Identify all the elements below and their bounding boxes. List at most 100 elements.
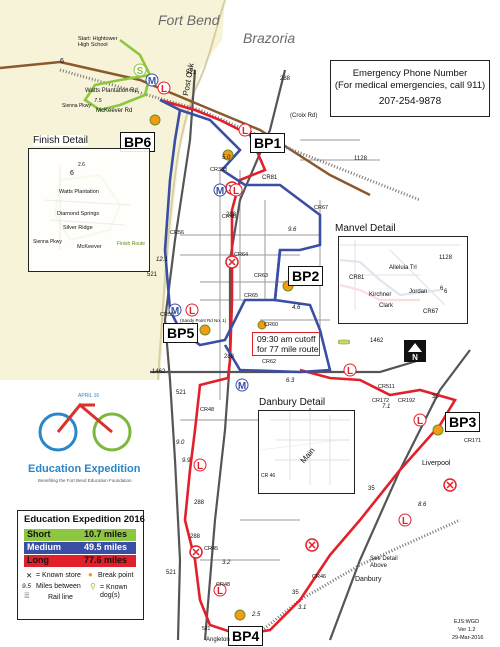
hwy-521 bbox=[163, 69, 197, 641]
distance-label: 8.6 bbox=[418, 502, 427, 508]
shield-label: 288 bbox=[280, 76, 291, 82]
danbury-detail-title: Danbury Detail bbox=[259, 397, 326, 408]
finish-label-silver: Silver Ridge bbox=[63, 225, 93, 231]
cr-label: CR48 bbox=[216, 582, 231, 588]
shield-label: 288 bbox=[190, 534, 201, 540]
cr-label: CR172 bbox=[372, 398, 390, 404]
cr-label: CR46 bbox=[312, 574, 327, 580]
shield-label: 1128 bbox=[354, 156, 367, 162]
finish-label-route: Finish Route bbox=[117, 241, 146, 247]
road-watts: Watts Plantation Rd bbox=[85, 88, 138, 94]
svg-text:M: M bbox=[238, 381, 246, 392]
road-sienna: Sienna Pkwy bbox=[62, 103, 91, 109]
svg-text:L: L bbox=[417, 416, 423, 427]
cutoff-note: 09:30 am cutoff for 77 mile route bbox=[252, 332, 320, 356]
cr-label: CR62 bbox=[262, 359, 277, 365]
emergency-phone: 207-254-9878 bbox=[378, 96, 442, 107]
hwy-1462 bbox=[150, 358, 421, 374]
shield-label: 35 bbox=[368, 486, 375, 492]
break-point-4: BP4 bbox=[228, 626, 264, 646]
shield-label: 288 bbox=[194, 500, 205, 506]
emergency-subtitle: (For medical emergencies, call 911) bbox=[334, 80, 486, 91]
shield-label: 1462 bbox=[370, 338, 384, 344]
manvel-label-kirchner: Kirchner bbox=[369, 292, 392, 298]
logo-bicycle-icon bbox=[38, 402, 132, 452]
distance-label: 4.6 bbox=[292, 305, 301, 311]
svg-text:L: L bbox=[233, 186, 239, 197]
legend-known-dogs: = Known dog(s) bbox=[100, 584, 128, 599]
cr-label: CR56 bbox=[170, 230, 185, 236]
cr-label: CR48 bbox=[200, 407, 215, 413]
distance-label: 7.1 bbox=[382, 404, 391, 410]
cutoff-line-2: for 77 mile route bbox=[257, 344, 319, 354]
legend-break-point: Break point bbox=[98, 572, 134, 579]
svg-text:S: S bbox=[137, 66, 144, 77]
svg-text:L: L bbox=[161, 84, 167, 95]
shield-label: 6 bbox=[70, 170, 74, 177]
distance-label: 2.5 bbox=[252, 612, 261, 618]
road-sandy-point: (Sandy Point Rd No. 1) bbox=[180, 318, 227, 323]
manvel-label-jordan: Jordan bbox=[409, 289, 428, 295]
distance-label: 6.3 bbox=[286, 378, 295, 384]
distance-label: 9.0 bbox=[176, 440, 185, 446]
cr-label: CR60 bbox=[264, 322, 279, 328]
manvel-detail-inset: Manvel Detail CR81 Alleluia Trl Kirchner… bbox=[335, 223, 468, 324]
svg-text:L: L bbox=[402, 516, 408, 527]
distance-label: 9.6 bbox=[288, 227, 297, 233]
shield-label: 521 bbox=[166, 570, 177, 576]
cr-label: CR64 bbox=[234, 252, 249, 258]
emergency-box: Emergency Phone Number (For medical emer… bbox=[330, 60, 490, 117]
svg-text:M: M bbox=[216, 186, 224, 197]
cr-label: CR65 bbox=[244, 293, 259, 299]
finish-label-mckeever: McKeever bbox=[77, 244, 102, 250]
north-arrow-icon: N bbox=[404, 340, 426, 362]
break-point-5: BP5 bbox=[163, 323, 199, 343]
svg-text:L: L bbox=[189, 306, 195, 317]
break-point-icon bbox=[432, 424, 444, 436]
svg-text:L: L bbox=[242, 126, 248, 137]
break-point-icon bbox=[257, 320, 267, 330]
danbury-detail-inset: Danbury Detail Main CR 46 bbox=[258, 397, 355, 494]
break-point-icon bbox=[234, 609, 246, 621]
start-label: Start: Hightower High School bbox=[78, 36, 118, 48]
manvel-label-cr67: CR67 bbox=[423, 309, 439, 315]
logo-date: APRIL 16 bbox=[78, 393, 100, 399]
legend-row-long: Long 77.6 miles bbox=[24, 555, 136, 567]
legend-break-point-icon: ● bbox=[88, 570, 93, 579]
shield-label: 521 bbox=[186, 70, 197, 76]
manvel-detail-title: Manvel Detail bbox=[335, 223, 396, 234]
county-label-brazoria: Brazoria bbox=[243, 30, 296, 46]
long-route bbox=[159, 98, 457, 637]
shield-label: 288 bbox=[224, 354, 235, 360]
svg-text:L: L bbox=[217, 586, 223, 597]
shield-label: 521 bbox=[202, 626, 211, 632]
cr-label: CR511 bbox=[378, 384, 395, 390]
legend-rail-icon: ⁞⁞⁞⁞⁞ bbox=[24, 593, 30, 600]
svg-text:L: L bbox=[197, 461, 203, 472]
county-label-fort-bend: Fort Bend bbox=[158, 12, 220, 28]
footer-version: Ver 1.2 bbox=[458, 627, 476, 633]
county-boundary bbox=[157, 0, 226, 381]
finish-detail-title: Finish Detail bbox=[33, 135, 89, 146]
see-detail-note: See Detail Above bbox=[370, 556, 398, 569]
break-point-1: BP1 bbox=[250, 133, 286, 153]
shield-label: 35 bbox=[292, 590, 299, 596]
distance-label: 3.2 bbox=[222, 560, 231, 566]
legend-row-medium: Medium 49.5 miles bbox=[24, 542, 136, 554]
dog-bone-icon bbox=[337, 339, 351, 345]
cr-label: CR63 bbox=[254, 273, 269, 279]
short-route bbox=[83, 38, 152, 112]
legend: Education Expedition 2016 Short 10.7 mil… bbox=[17, 510, 145, 620]
break-point-icon bbox=[222, 149, 234, 161]
cutoff-line-1: 09:30 am cutoff bbox=[257, 334, 316, 344]
svg-text:M: M bbox=[148, 76, 156, 87]
cr-label: CR81 bbox=[262, 175, 278, 181]
legend-miles-value: 9.5 bbox=[22, 583, 32, 590]
town-liverpool: Liverpool bbox=[422, 460, 451, 467]
svg-text:L: L bbox=[347, 366, 353, 377]
shield-label: 1462 bbox=[152, 369, 166, 375]
manvel-label-6: 6 bbox=[444, 289, 448, 295]
break-point-icon bbox=[199, 324, 211, 336]
cr-label: CR192 bbox=[398, 398, 416, 404]
cr-label: CR48 bbox=[222, 214, 237, 220]
